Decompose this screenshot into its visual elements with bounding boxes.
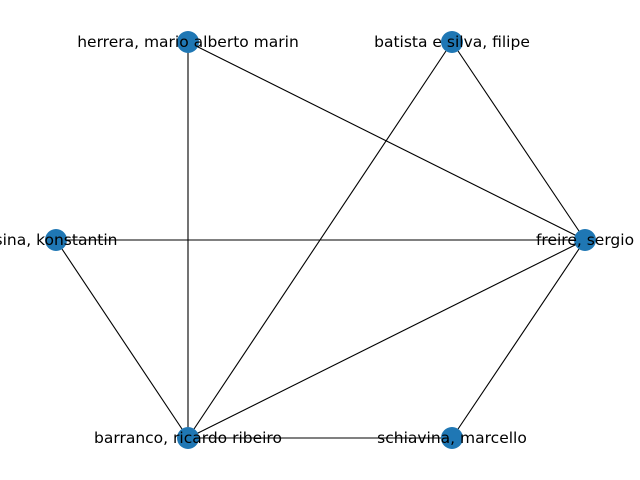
node-label-freire: freire, sergio: [536, 231, 634, 249]
node-herrera: [177, 31, 199, 53]
edge-freire-barranco: [187, 239, 586, 439]
edge-konstantin-barranco: [55, 239, 189, 439]
node-label-batista: batista e silva, filipe: [374, 33, 530, 51]
node-label-herrera: herrera, mario alberto marin: [77, 33, 299, 51]
nodes-layer: [45, 31, 596, 449]
node-freire: [574, 229, 596, 251]
labels-layer: herrera, mario alberto marin batista e si…: [0, 33, 634, 447]
node-label-konstantin: sina, konstantin: [0, 231, 117, 249]
edge-freire-schiavina: [451, 239, 586, 439]
node-schiavina: [441, 427, 463, 449]
node-label-barranco: barranco, ricardo ribeiro: [94, 429, 282, 447]
edge-batista-freire: [451, 41, 586, 241]
node-konstantin: [45, 229, 67, 251]
node-batista: [441, 31, 463, 53]
node-barranco: [177, 427, 199, 449]
node-label-schiavina: schiavina, marcello: [377, 429, 527, 447]
edges-layer: [55, 41, 586, 439]
